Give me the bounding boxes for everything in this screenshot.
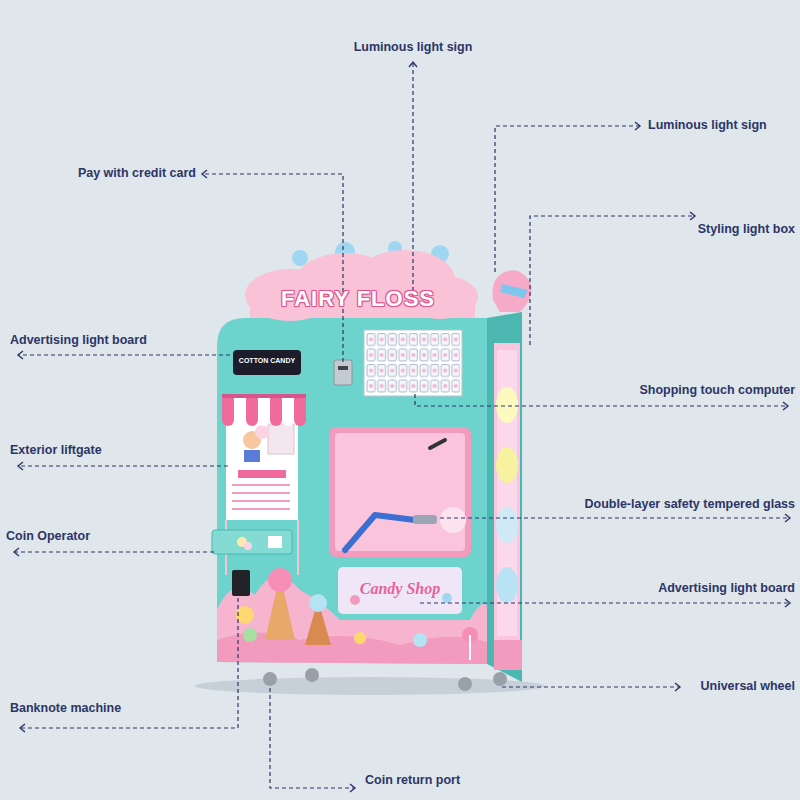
panel-text: Candy Shop [360,580,440,598]
part-label: Advertising light board [10,333,147,347]
part-label: Luminous light sign [648,118,767,132]
part-label: Luminous light sign [354,40,473,54]
part-label: Pay with credit card [78,166,196,180]
sign-text: FAIRY FLOSS [281,286,435,311]
part-label: Universal wheel [701,679,796,693]
part-label: Double-layer safety tempered glass [585,497,796,511]
part-label: Banknote machine [10,701,121,715]
part-label: Advertising light board [658,581,795,595]
part-label: Styling light box [698,222,795,236]
part-label: Shopping touch computer [639,383,795,397]
part-label: Exterior liftgate [10,443,102,457]
part-label: Coin return port [365,773,460,787]
part-label: Coin Operator [6,529,90,543]
board-text: COTTON CANDY [239,357,295,365]
